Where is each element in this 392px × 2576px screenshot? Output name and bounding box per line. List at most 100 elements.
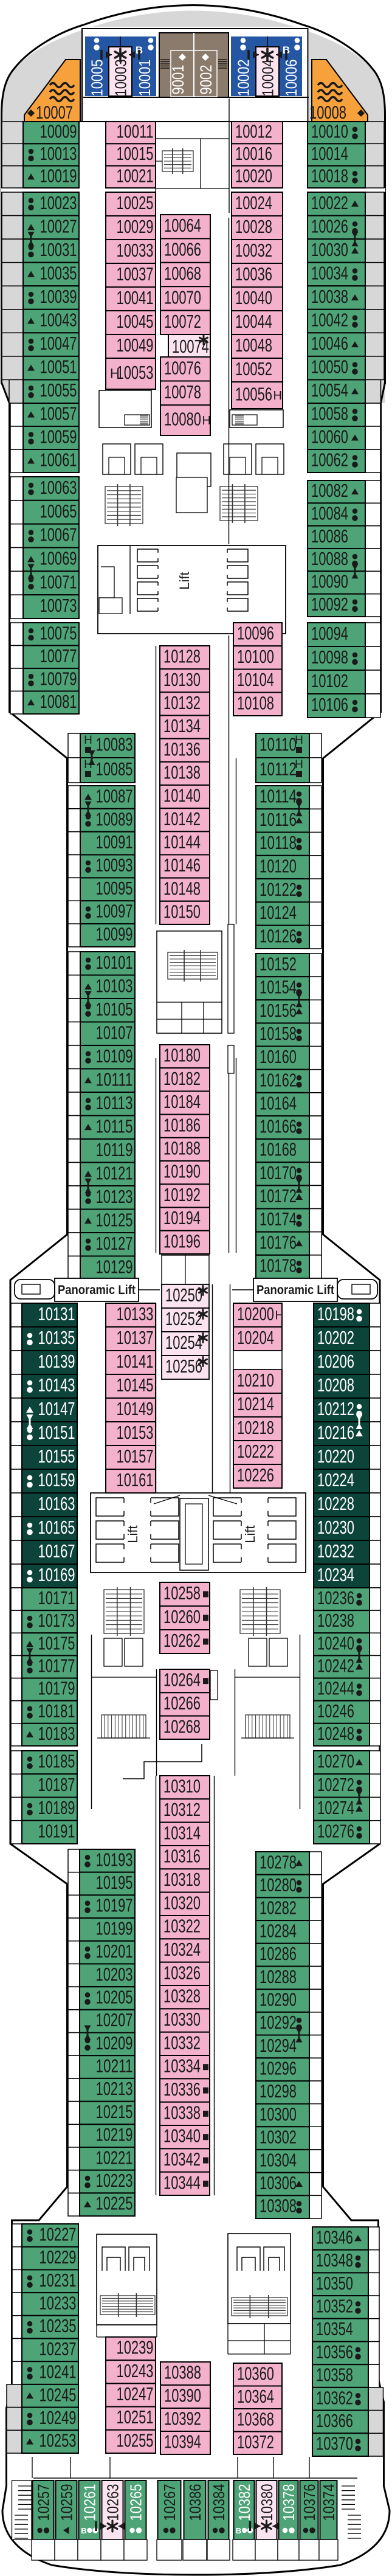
svg-text:10167: 10167 bbox=[38, 1540, 75, 1562]
svg-text:10014: 10014 bbox=[311, 143, 348, 164]
svg-text:10208: 10208 bbox=[317, 1374, 354, 1396]
svg-text:10262: 10262 bbox=[163, 1630, 201, 1651]
svg-text:10031: 10031 bbox=[40, 239, 77, 260]
svg-text:10294: 10294 bbox=[260, 2035, 297, 2056]
svg-text:10069: 10069 bbox=[40, 547, 77, 569]
svg-text:10370: 10370 bbox=[316, 2433, 353, 2454]
svg-text:10101: 10101 bbox=[96, 952, 133, 973]
svg-text:10249: 10249 bbox=[40, 2407, 77, 2428]
svg-text:10024: 10024 bbox=[235, 192, 272, 213]
svg-text:10001: 10001 bbox=[136, 60, 154, 97]
svg-text:10073: 10073 bbox=[40, 595, 77, 616]
svg-text:10304: 10304 bbox=[260, 2149, 297, 2170]
svg-text:10192: 10192 bbox=[163, 1184, 201, 1205]
svg-text:10125: 10125 bbox=[96, 1209, 133, 1230]
svg-text:10344: 10344 bbox=[163, 2172, 201, 2193]
svg-text:10156: 10156 bbox=[260, 1000, 297, 1021]
svg-text:10211: 10211 bbox=[96, 2055, 133, 2077]
svg-text:10133: 10133 bbox=[117, 1303, 154, 1324]
svg-text:10266: 10266 bbox=[163, 1692, 201, 1714]
svg-text:10002: 10002 bbox=[235, 60, 253, 97]
svg-text:10135: 10135 bbox=[38, 1327, 75, 1348]
svg-text:10010: 10010 bbox=[311, 121, 348, 142]
svg-text:10374: 10374 bbox=[320, 2484, 338, 2521]
svg-text:10146: 10146 bbox=[163, 854, 201, 876]
svg-text:10198: 10198 bbox=[317, 1303, 354, 1324]
svg-text:10143: 10143 bbox=[38, 1374, 75, 1396]
svg-text:10062: 10062 bbox=[311, 449, 348, 471]
svg-text:10183: 10183 bbox=[38, 1723, 75, 1744]
svg-text:10149: 10149 bbox=[117, 1398, 154, 1419]
svg-text:10200: 10200 bbox=[237, 1303, 274, 1324]
svg-text:10189: 10189 bbox=[38, 1797, 75, 1818]
svg-text:10119: 10119 bbox=[96, 1139, 133, 1160]
svg-text:10012: 10012 bbox=[235, 121, 272, 142]
svg-text:10182: 10182 bbox=[163, 1068, 201, 1089]
svg-text:10168: 10168 bbox=[260, 1139, 297, 1160]
svg-text:10180: 10180 bbox=[163, 1045, 201, 1066]
svg-text:10056: 10056 bbox=[235, 384, 272, 405]
svg-text:10326: 10326 bbox=[163, 1962, 201, 1983]
svg-text:10340: 10340 bbox=[163, 2125, 201, 2147]
svg-text:10108: 10108 bbox=[237, 692, 274, 713]
svg-text:10120: 10120 bbox=[260, 856, 297, 877]
svg-text:10088: 10088 bbox=[311, 548, 348, 569]
svg-text:10059: 10059 bbox=[40, 426, 77, 448]
svg-text:10166: 10166 bbox=[260, 1116, 297, 1137]
svg-text:10265: 10265 bbox=[127, 2484, 145, 2521]
svg-text:10364: 10364 bbox=[237, 2386, 274, 2407]
svg-text:10268: 10268 bbox=[163, 1716, 201, 1737]
svg-text:10124: 10124 bbox=[260, 902, 297, 923]
svg-text:10342: 10342 bbox=[163, 2148, 201, 2170]
svg-text:10336: 10336 bbox=[163, 2079, 201, 2100]
svg-text:10376: 10376 bbox=[300, 2484, 318, 2521]
svg-text:10068: 10068 bbox=[164, 263, 201, 284]
svg-text:10177: 10177 bbox=[38, 1655, 75, 1677]
svg-text:10238: 10238 bbox=[317, 1610, 354, 1631]
svg-text:10218: 10218 bbox=[237, 1417, 274, 1438]
svg-text:10260: 10260 bbox=[163, 1606, 201, 1627]
svg-text:10290: 10290 bbox=[260, 1989, 297, 2010]
svg-text:10092: 10092 bbox=[311, 594, 348, 615]
svg-text:10018: 10018 bbox=[311, 165, 348, 186]
svg-text:10058: 10058 bbox=[311, 403, 348, 424]
svg-text:10072: 10072 bbox=[164, 311, 201, 332]
svg-text:10310: 10310 bbox=[163, 1776, 201, 1797]
svg-text:10204: 10204 bbox=[237, 1327, 274, 1348]
svg-text:10356: 10356 bbox=[316, 2341, 353, 2363]
svg-text:10227: 10227 bbox=[40, 2223, 77, 2245]
svg-text:10140: 10140 bbox=[163, 785, 201, 806]
svg-text:10128: 10128 bbox=[163, 646, 201, 667]
svg-text:10210: 10210 bbox=[237, 1369, 274, 1391]
svg-text:10028: 10028 bbox=[235, 216, 272, 237]
svg-text:10053: 10053 bbox=[117, 362, 154, 383]
svg-text:10382: 10382 bbox=[235, 2484, 253, 2521]
svg-text:10126: 10126 bbox=[260, 925, 297, 946]
svg-text:10083: 10083 bbox=[96, 734, 133, 755]
svg-text:10076: 10076 bbox=[164, 357, 201, 378]
svg-text:10107: 10107 bbox=[96, 1022, 133, 1043]
svg-text:10102: 10102 bbox=[311, 670, 348, 691]
svg-text:10022: 10022 bbox=[311, 192, 348, 213]
svg-text:10011: 10011 bbox=[117, 121, 154, 142]
svg-text:10145: 10145 bbox=[117, 1374, 154, 1396]
svg-text:10158: 10158 bbox=[260, 1023, 297, 1044]
svg-text:10104: 10104 bbox=[237, 669, 274, 690]
svg-text:10038: 10038 bbox=[311, 286, 348, 307]
svg-text:10130: 10130 bbox=[163, 669, 201, 690]
svg-text:10209: 10209 bbox=[96, 2032, 133, 2054]
svg-text:10152: 10152 bbox=[260, 954, 297, 975]
svg-text:10188: 10188 bbox=[163, 1138, 201, 1159]
svg-text:10155: 10155 bbox=[38, 1446, 75, 1467]
svg-text:10178: 10178 bbox=[260, 1255, 297, 1276]
svg-text:10042: 10042 bbox=[311, 310, 348, 331]
svg-text:10110: 10110 bbox=[260, 734, 297, 755]
svg-text:10159: 10159 bbox=[38, 1469, 75, 1491]
svg-text:10157: 10157 bbox=[117, 1446, 154, 1467]
svg-text:10132: 10132 bbox=[163, 692, 201, 713]
svg-text:10171: 10171 bbox=[38, 1587, 75, 1608]
svg-text:10078: 10078 bbox=[164, 381, 201, 403]
svg-text:10013: 10013 bbox=[40, 143, 77, 164]
svg-text:H: H bbox=[295, 734, 303, 747]
svg-text:10172: 10172 bbox=[260, 1185, 297, 1207]
